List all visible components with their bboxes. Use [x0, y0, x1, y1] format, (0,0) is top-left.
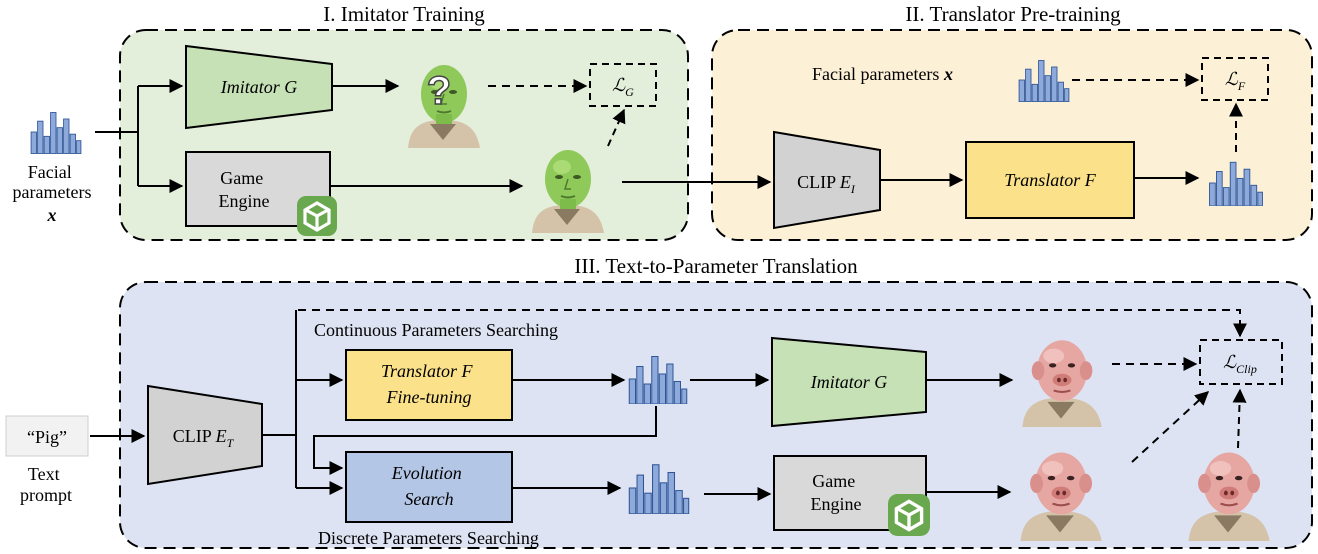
loss-f-label: ℒF: [1225, 69, 1246, 93]
connector-clip-split: [262, 310, 297, 488]
loss-clip-box: [1199, 339, 1283, 385]
unity-logo-icon: [888, 494, 930, 536]
facial-parameters-symbol: x: [47, 205, 57, 225]
text-prompt-value: “Pig”: [27, 427, 67, 447]
evolution-search-label: Evolution Search: [391, 463, 467, 509]
game-engine-label: Game Engine: [219, 168, 270, 211]
question-mark-icon: ?: [427, 69, 451, 113]
dashed-arrow-face-to-loss-clip: [1131, 391, 1210, 463]
translator-finetune-block: [345, 349, 513, 421]
evolution-search-block: [345, 451, 513, 523]
continuous-search-label: Continuous Parameters Searching: [314, 320, 558, 340]
text-prompt-label: Text prompt: [20, 464, 72, 505]
imitator-block: [771, 336, 927, 428]
loss-f-box: [1201, 57, 1269, 101]
loss-g-box: [589, 63, 657, 107]
clip-text-encoder-block: [147, 384, 263, 486]
facial-parameters-inline-label: Facial parameters x: [812, 64, 953, 84]
section-title-imitator-training: I. Imitator Training: [323, 2, 485, 26]
clip-image-encoder-label: CLIP EI: [797, 172, 856, 196]
connector-params-to-evolution: [313, 406, 657, 475]
section-title-text-to-parameter: III. Text-to-Parameter Translation: [574, 254, 858, 278]
dashed-arrow-face-to-loss-clip: [1232, 388, 1247, 449]
imitator-label: Imitator G: [810, 372, 888, 392]
connector-params-split: [95, 86, 139, 186]
text-prompt-box: [5, 415, 89, 457]
section-title-translator-pretraining: II. Translator Pre-training: [905, 2, 1121, 26]
unity-logo-icon: [297, 196, 337, 236]
imitator-label: Imitator G: [220, 77, 298, 97]
facial-parameters-label: Facial parameters: [13, 162, 92, 202]
discrete-search-label: Discrete Parameters Searching: [318, 528, 539, 548]
histogram-icon: [30, 112, 82, 154]
imitator-block: [185, 44, 333, 130]
translator-block: [965, 141, 1135, 219]
loss-g-label: ℒG: [612, 75, 634, 99]
clip-text-encoder-label: CLIP ET: [173, 426, 235, 450]
dashed-feedback-to-loss-clip: [295, 309, 1247, 378]
loss-clip-label: ℒClip: [1223, 352, 1257, 376]
translator-label: Translator F: [1004, 170, 1097, 190]
game-engine-label: Game Engine: [811, 471, 862, 514]
clip-image-encoder-block: [773, 130, 881, 230]
dashed-arrow-face-to-loss-g: [607, 108, 626, 147]
translator-finetune-label: Translator F Fine-tuning: [381, 361, 477, 407]
panel-text-to-parameter: [119, 281, 1313, 549]
